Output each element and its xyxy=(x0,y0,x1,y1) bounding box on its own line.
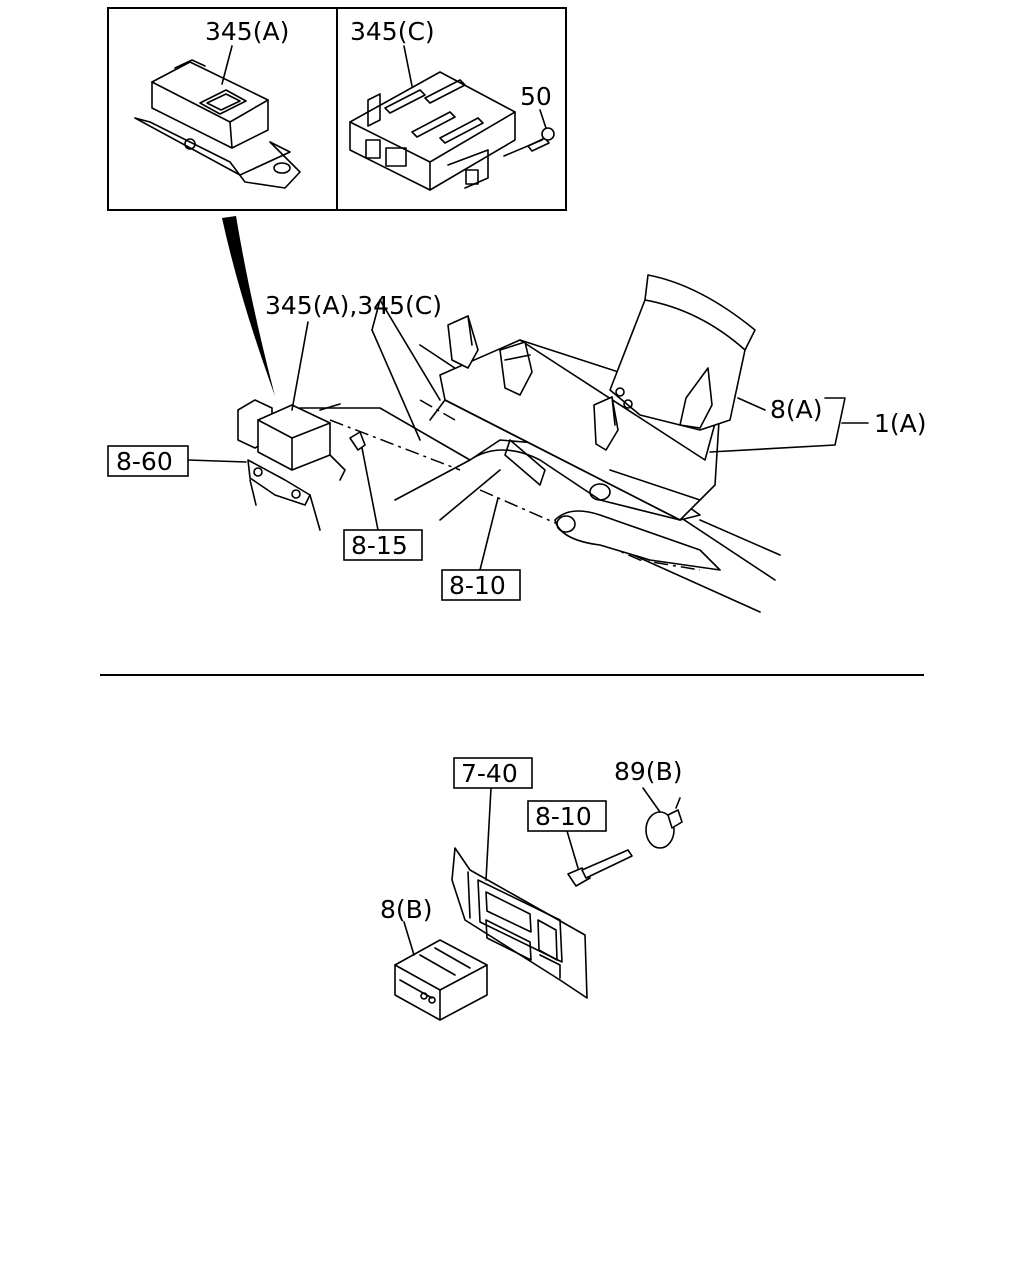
ref-box-8-15: 8-15 xyxy=(343,529,423,561)
ref-box-7-40: 7-40 xyxy=(453,757,533,789)
module-345a-inset xyxy=(134,59,301,189)
control-module-345 xyxy=(237,399,366,531)
harness-connector xyxy=(567,849,633,887)
label-1a: 1(A) xyxy=(874,409,927,438)
ref-box-8-60: 8-60 xyxy=(107,445,189,477)
ref-box-8-10-upper: 8-10 xyxy=(441,569,521,601)
inset-frame xyxy=(107,7,567,211)
ref-box-8-10-lower: 8-10 xyxy=(527,800,607,832)
label-8b: 8(B) xyxy=(380,895,433,924)
label-345a-345c: 345(A),345(C) xyxy=(265,291,442,320)
module-345c-inset xyxy=(349,71,555,191)
ref-8-15-text: 8-15 xyxy=(351,531,408,560)
bezel-7-40 xyxy=(451,847,588,999)
clip-89b xyxy=(645,797,683,849)
ref-8-10-upper-text: 8-10 xyxy=(449,571,506,600)
label-bolt-50: 50 xyxy=(520,82,552,111)
label-89b: 89(B) xyxy=(614,757,682,786)
ref-7-40-text: 7-40 xyxy=(461,759,518,788)
meter-8a xyxy=(609,274,756,431)
ref-8-60-text: 8-60 xyxy=(116,447,173,476)
inset-callout-wedge xyxy=(222,216,275,396)
label-8a: 8(A) xyxy=(770,395,823,424)
label-345a-inset: 345(A) xyxy=(205,17,289,46)
ref-8-10-lower-text: 8-10 xyxy=(535,802,592,831)
stereo-8b xyxy=(394,939,488,1021)
label-345c-inset: 345(C) xyxy=(350,17,435,46)
